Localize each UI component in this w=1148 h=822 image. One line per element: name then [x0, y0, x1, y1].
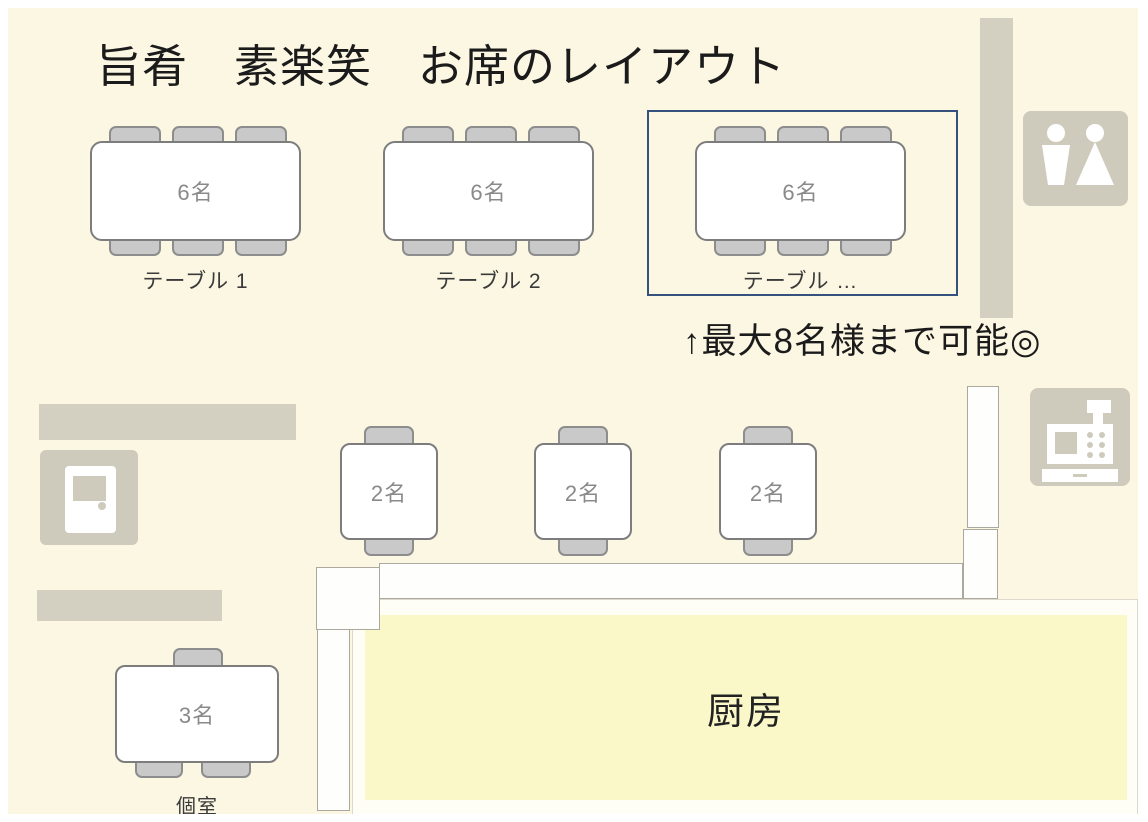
- capacity-label: 2名: [749, 480, 787, 506]
- table-1: 6名: [90, 126, 301, 256]
- capacity-label: 6名: [470, 180, 507, 205]
- capacity-label: 2名: [370, 480, 408, 506]
- counter-right-vertical-lower: [963, 529, 998, 599]
- capacity-label: 2名: [564, 480, 602, 506]
- counter-right-vertical-upper: [967, 386, 999, 528]
- counter-corner: [316, 567, 380, 630]
- floor-area: 旨肴 素楽笑 お席のレイアウト: [8, 8, 1138, 814]
- private-room-table: 3名: [115, 648, 279, 778]
- highlight-box: [647, 110, 958, 296]
- door-icon: [40, 450, 138, 545]
- table-3-label: テーブル …: [742, 270, 859, 293]
- capacity-label: 6名: [782, 180, 819, 205]
- page-title: 旨肴 素楽笑 お席のレイアウト: [96, 41, 787, 92]
- restroom-icon: [1023, 111, 1128, 206]
- counter-left-vertical: [317, 629, 350, 811]
- table-2: 6名: [383, 126, 594, 256]
- table-top: 2名: [719, 443, 817, 540]
- highlight-note: ↑最大8名様まで可能◎: [683, 322, 1042, 361]
- private-room-label: 個室: [176, 796, 218, 814]
- cash-register-icon: [1030, 388, 1130, 486]
- table-top: 3名: [115, 665, 279, 763]
- table-3: 6名: [695, 126, 906, 256]
- table-top: 2名: [340, 443, 438, 540]
- wall-left-upper: [39, 404, 296, 440]
- table-top: 6名: [90, 141, 301, 241]
- table-top: 6名: [383, 141, 594, 241]
- table-2seat-1: 2名: [340, 426, 438, 556]
- table-2seat-2: 2名: [534, 426, 632, 556]
- table-2-label: テーブル 2: [435, 270, 542, 293]
- table-top: 6名: [695, 141, 906, 241]
- table-2seat-3: 2名: [719, 426, 817, 556]
- wall-left-lower: [37, 590, 222, 621]
- table-1-label: テーブル 1: [142, 270, 249, 293]
- capacity-label: 6名: [177, 180, 214, 205]
- counter-horizontal: [379, 563, 963, 599]
- kitchen-label: 厨房: [707, 690, 785, 732]
- capacity-label: 3名: [178, 703, 216, 728]
- table-top: 2名: [534, 443, 632, 540]
- kitchen-floor: 厨房: [365, 615, 1127, 800]
- wall-top-right: [980, 18, 1013, 318]
